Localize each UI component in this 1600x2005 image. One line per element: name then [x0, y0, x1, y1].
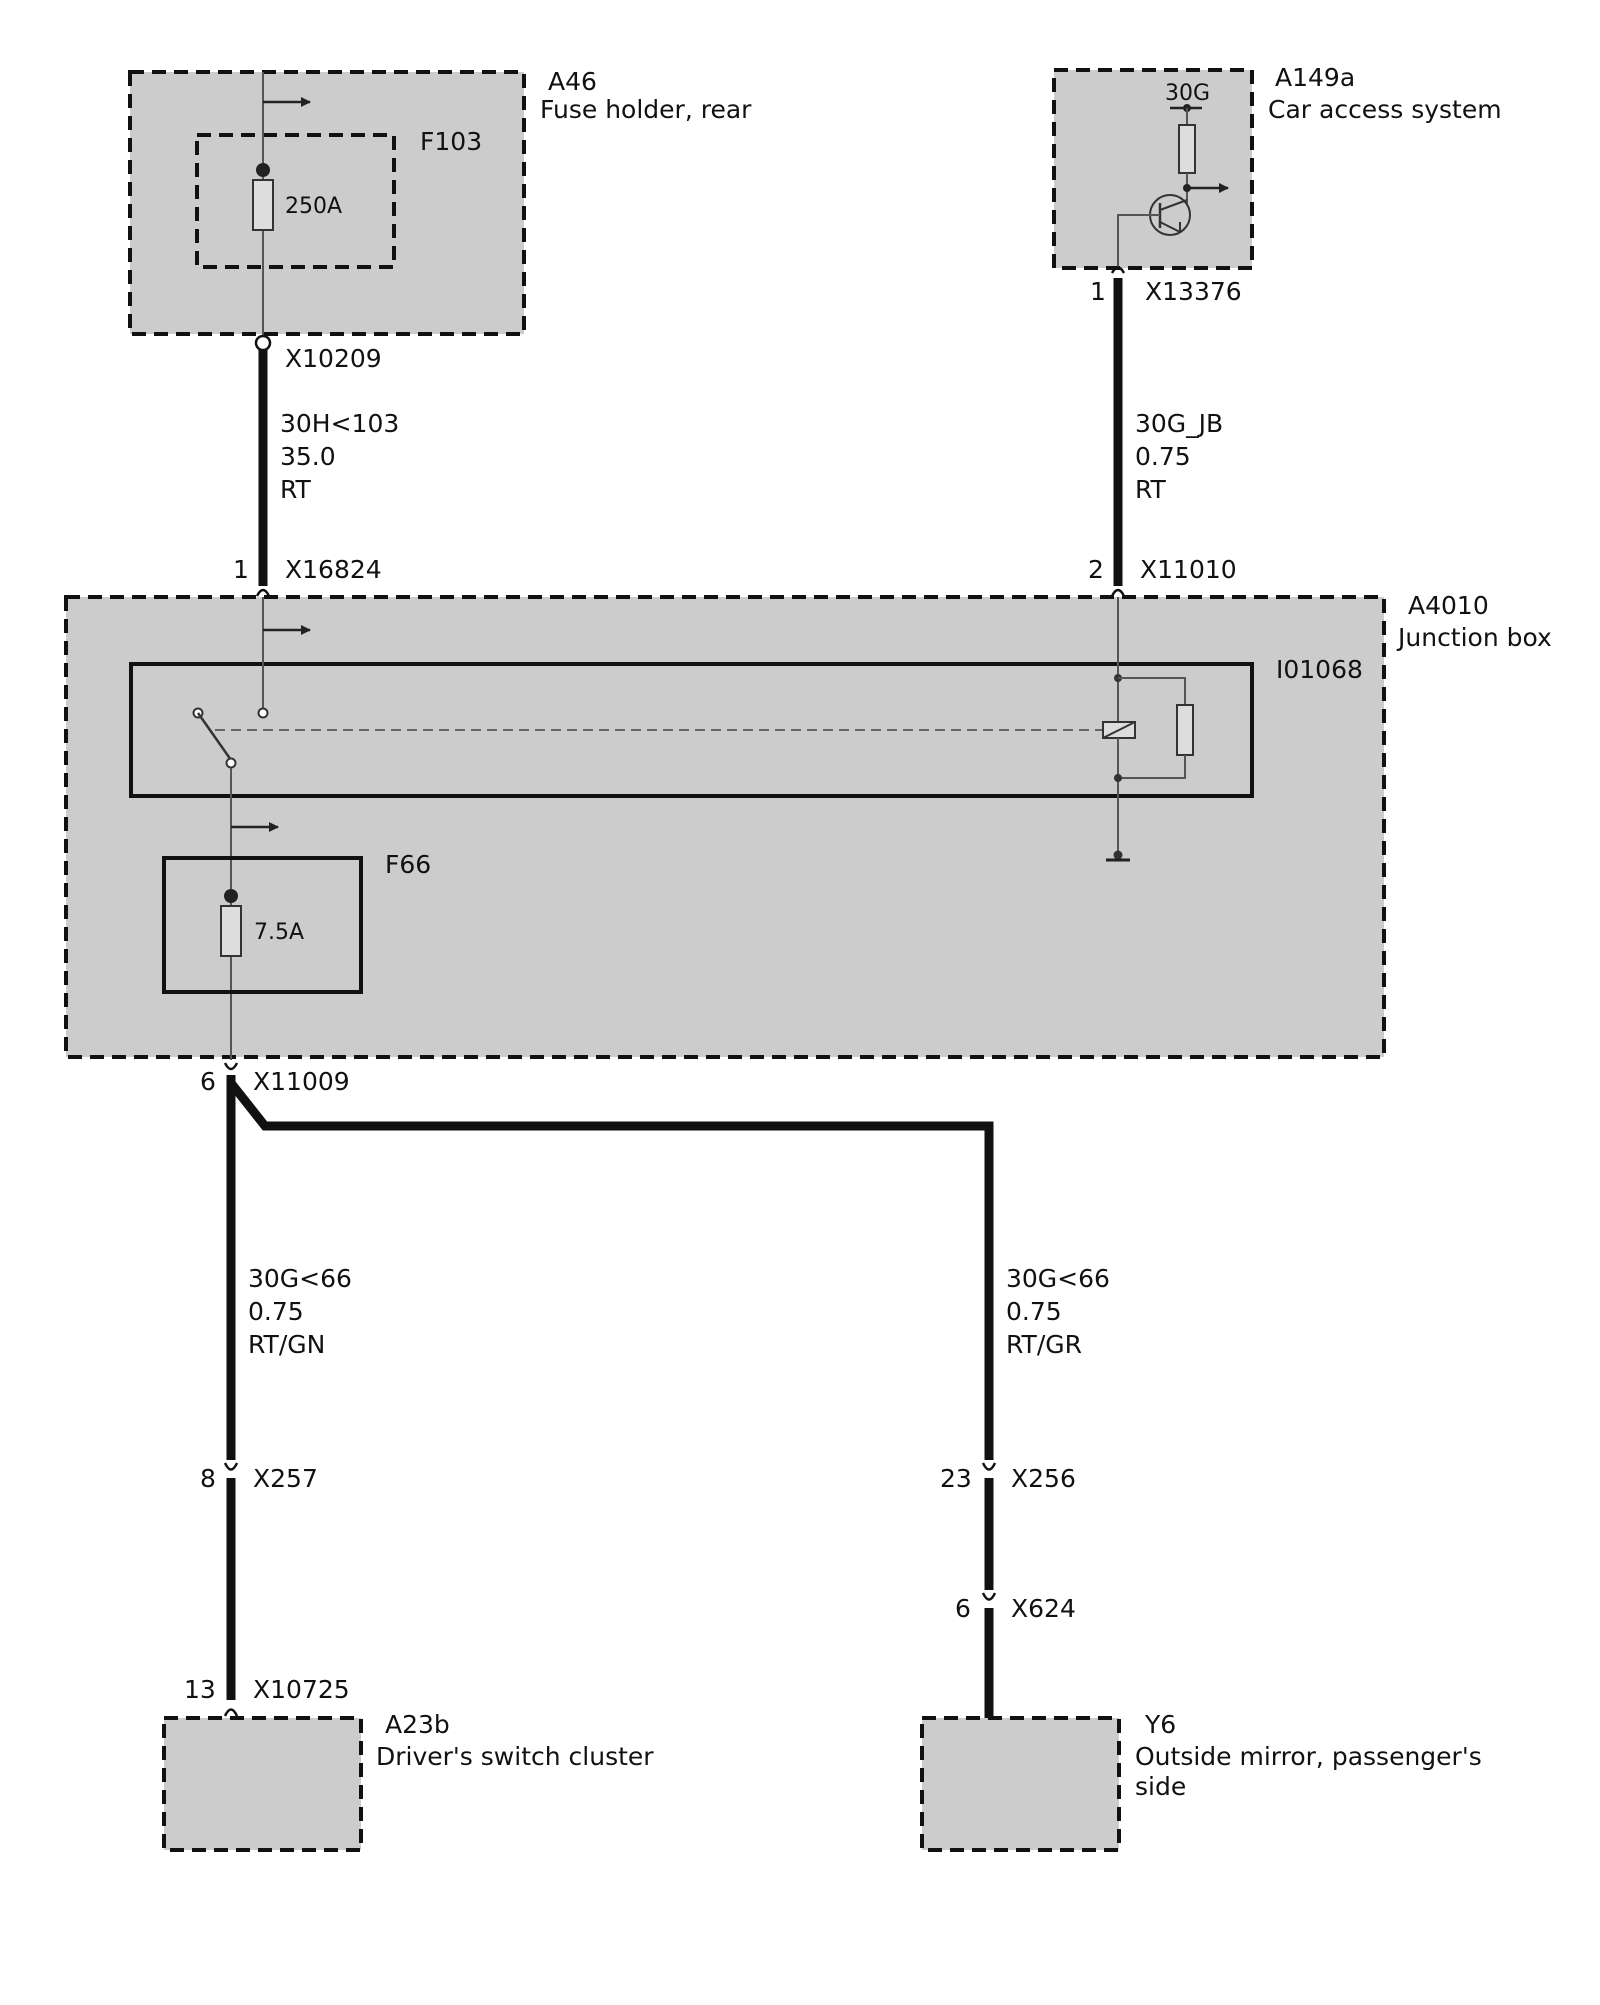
wire-1-color: RT	[280, 475, 312, 504]
a23b-housing	[162, 1716, 363, 1852]
wire-3-size: 0.75	[248, 1297, 304, 1326]
a46-name: Fuse holder, rear	[540, 95, 752, 124]
fuse-icon	[252, 179, 274, 231]
x257-connector-icon	[223, 1462, 239, 1471]
x11010-id: X11010	[1140, 555, 1237, 584]
component-y6: Y6 Outside mirror, passenger's side	[920, 1710, 1482, 1852]
resistor-icon	[1176, 704, 1194, 756]
x13376-id: X13376	[1145, 277, 1242, 306]
x11010-connector-icon	[1110, 588, 1126, 597]
component-a23b: A23b Driver's switch cluster	[162, 1710, 654, 1852]
wire-4-line	[227, 1080, 994, 1475]
wire-3-color: RT/GN	[248, 1330, 325, 1359]
i01068-id: I01068	[1276, 655, 1363, 684]
wire-4-signal: 30G<66	[1006, 1264, 1110, 1293]
a4010-id: A4010	[1408, 591, 1489, 620]
y6-name-line2: side	[1135, 1772, 1186, 1801]
wire-30h-103: 30H<103 35.0 RT	[258, 350, 399, 586]
x16824-pin: 1	[233, 555, 249, 584]
f66-junction-dot	[224, 889, 238, 903]
x10209-id: X10209	[285, 344, 382, 373]
x11009-pin: 6	[200, 1067, 216, 1096]
wire-4-size: 0.75	[1006, 1297, 1062, 1326]
x11009-id: X11009	[253, 1067, 350, 1096]
f103-id: F103	[420, 127, 482, 156]
a149a-name: Car access system	[1268, 95, 1502, 124]
x11010-pin: 2	[1088, 555, 1104, 584]
a149a-housing	[1052, 68, 1254, 270]
x10725-pin: 13	[184, 1675, 216, 1704]
x16824-connector-icon	[255, 588, 271, 597]
fuse-icon	[220, 905, 242, 957]
y6-id: Y6	[1144, 1710, 1176, 1739]
x256-id: X256	[1011, 1464, 1076, 1493]
a46-housing	[128, 70, 526, 336]
wire-2-signal: 30G_JB	[1135, 409, 1223, 438]
connector-x10725: 13 X10725	[184, 1675, 350, 1718]
x10725-connector-icon	[223, 1708, 239, 1717]
wire-4-color: RT/GR	[1006, 1330, 1082, 1359]
x10209-connector-icon	[254, 334, 272, 352]
wire-30g-66-branch: 30G<66 0.75 RT/GN 30G<66 0.75 RT/GR	[226, 1075, 1110, 1475]
component-a4010: A4010 Junction box 1 X16824 2 X11010 I01…	[64, 555, 1552, 1096]
a23b-name: Driver's switch cluster	[376, 1742, 654, 1771]
x13376-pin: 1	[1090, 277, 1106, 306]
f103-housing	[195, 133, 396, 269]
wire-30g-jb: 30G_JB 0.75 RT	[1113, 278, 1223, 586]
x624-pin: 6	[955, 1594, 971, 1623]
connector-x257: 8 X257	[200, 1460, 318, 1493]
a149a-terminal: 30G	[1165, 81, 1210, 106]
y6-name-line1: Outside mirror, passenger's	[1135, 1742, 1482, 1771]
i01068-relay-housing	[129, 662, 1254, 798]
a149a-id: A149a	[1275, 63, 1355, 92]
wire-2-color: RT	[1135, 475, 1167, 504]
x624-id: X624	[1011, 1594, 1076, 1623]
wire-1-signal: 30H<103	[280, 409, 399, 438]
x256-connector-icon	[981, 1462, 997, 1471]
x10725-id: X10725	[253, 1675, 350, 1704]
x13376-connector-icon	[1110, 266, 1126, 274]
relay-contact-icon	[257, 707, 269, 719]
a4010-housing	[64, 595, 1386, 1059]
a4010-name: Junction box	[1396, 623, 1552, 652]
wire-2-size: 0.75	[1135, 442, 1191, 471]
x624-connector-icon	[981, 1592, 997, 1601]
component-a46: A46 Fuse holder, rear F103 250A X10209	[128, 67, 752, 373]
connector-x256: 23 X256	[940, 1460, 1076, 1493]
a46-id: A46	[548, 67, 597, 96]
x257-id: X257	[253, 1464, 318, 1493]
x256-pin: 23	[940, 1464, 972, 1493]
f66-id: F66	[385, 850, 431, 879]
wire-3-signal: 30G<66	[248, 1264, 352, 1293]
relay-switch-icon	[196, 712, 233, 761]
y6-housing	[920, 1716, 1121, 1852]
f103-rating: 250A	[285, 194, 342, 219]
connector-x624: 6 X624	[955, 1590, 1076, 1623]
component-a149a: A149a Car access system 30G 1 X13376	[1052, 63, 1502, 306]
a23b-id: A23b	[385, 1710, 450, 1739]
f103-junction-dot	[256, 163, 270, 177]
x11009-connector-icon	[223, 1062, 239, 1071]
f66-rating: 7.5A	[254, 920, 304, 945]
x16824-id: X16824	[285, 555, 382, 584]
resistor-icon	[1178, 124, 1196, 174]
f66-housing	[162, 856, 363, 994]
wire-1-size: 35.0	[280, 442, 336, 471]
x257-pin: 8	[200, 1464, 216, 1493]
